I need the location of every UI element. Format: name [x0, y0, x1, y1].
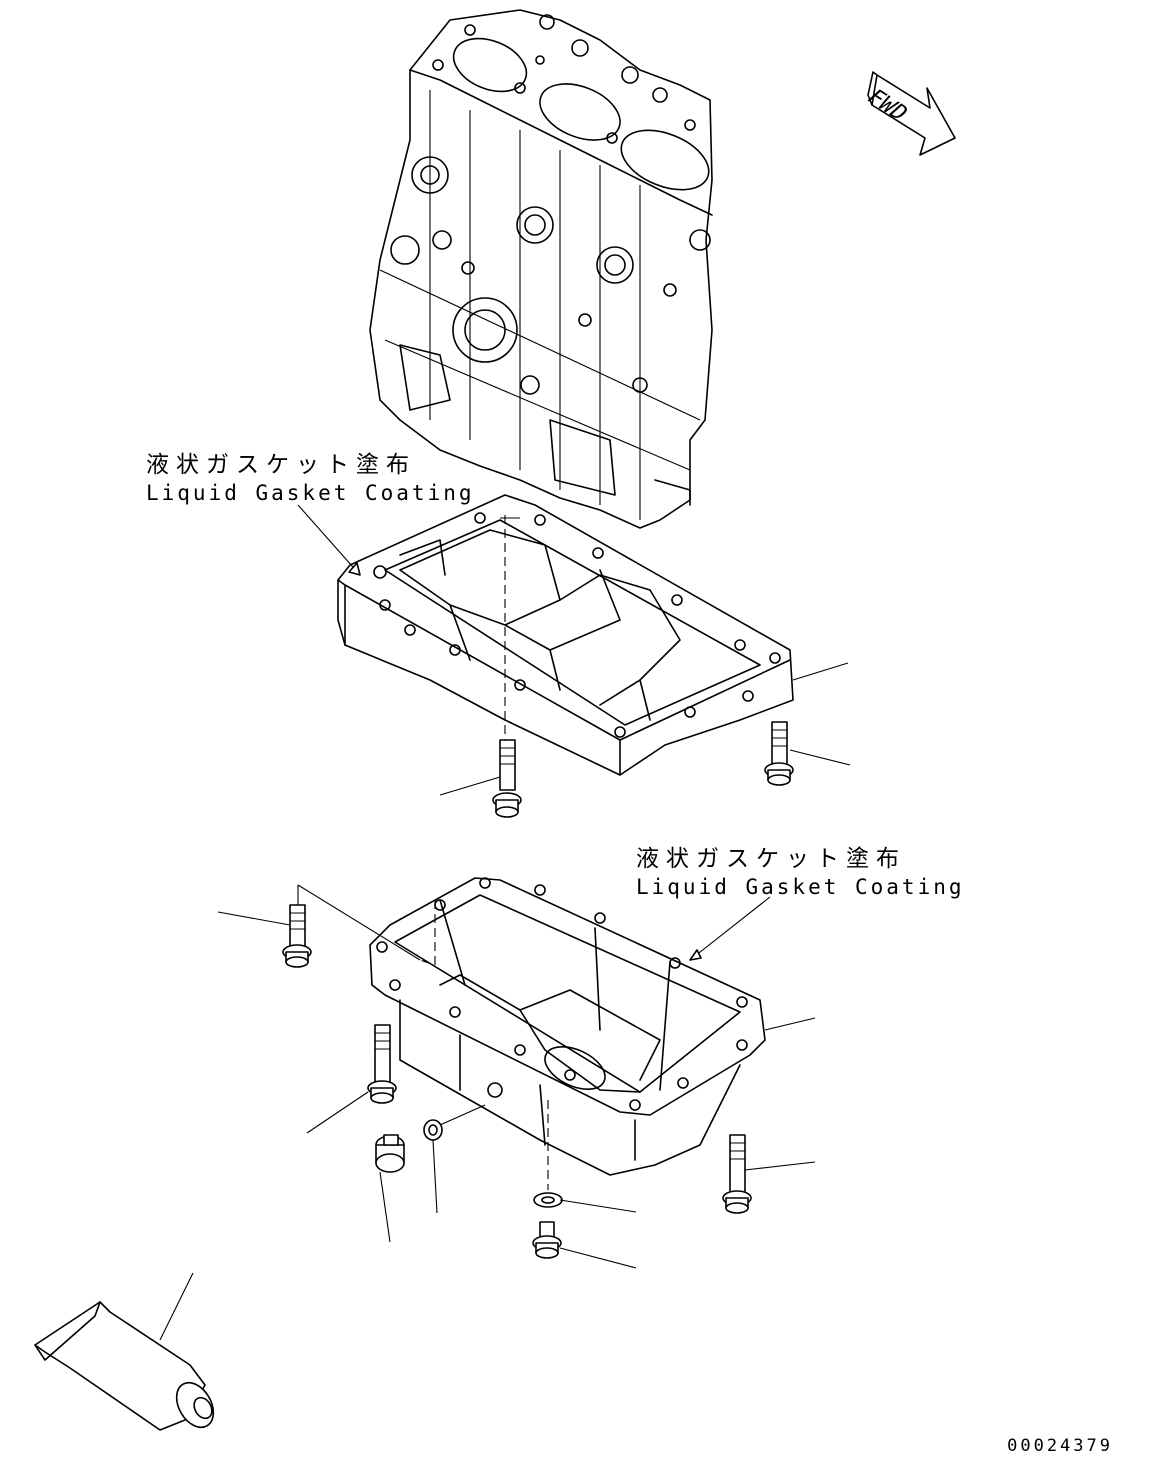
leader-lines — [159, 504, 851, 1341]
oil-pan-upper — [337, 494, 794, 776]
fwd-arrow-icon — [867, 71, 956, 156]
drain-plug-washer — [423, 1119, 443, 1141]
lower-pan-bolt-right — [722, 1134, 752, 1214]
sensor-plug — [532, 1221, 562, 1259]
upper-pan-bolt-right — [764, 721, 794, 786]
sensor-washer — [533, 1192, 563, 1208]
note-lower-english: Liquid Gasket Coating — [636, 875, 965, 899]
note-upper-japanese: 液状ガスケット塗布 — [146, 452, 416, 478]
oil-pan-lower — [369, 877, 766, 1190]
lower-pan-bolt-left-mid — [367, 1024, 397, 1104]
liquid-gasket-tube — [34, 1301, 215, 1431]
drawing-number: 00024379 — [1007, 1436, 1113, 1456]
upper-pan-bolt-front — [492, 739, 522, 818]
note-upper-english: Liquid Gasket Coating — [146, 481, 475, 505]
lower-pan-bolt-left-top — [282, 904, 312, 968]
cylinder-block — [369, 9, 713, 529]
drain-plug — [375, 1134, 405, 1173]
note-lower-japanese: 液状ガスケット塗布 — [636, 846, 906, 872]
liquid-gasket-note-upper: 液状ガスケット塗布 Liquid Gasket Coating — [146, 454, 475, 504]
liquid-gasket-note-lower: 液状ガスケット塗布 Liquid Gasket Coating — [636, 848, 965, 898]
